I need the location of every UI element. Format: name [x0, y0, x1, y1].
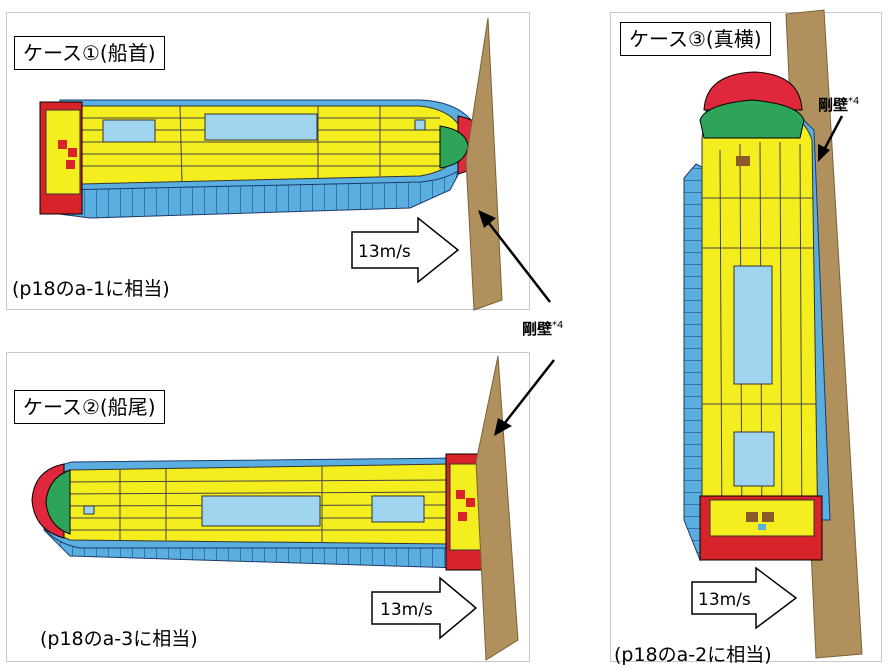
ship-case-3 [683, 71, 831, 562]
case-2-reference: (p18のa-3に相当) [40, 628, 198, 650]
rigid-wall-label-case-3: 剛壁*4 [818, 94, 859, 115]
rigid-wall-footnote-case-3: *4 [848, 96, 860, 107]
ship-case-2 [31, 453, 493, 571]
rigid-wall-case-1 [465, 17, 503, 311]
speed-label-case-2: 13m/s [380, 600, 433, 620]
case-2-label: ケース②(船尾) [14, 390, 165, 424]
rigid-wall-label-shared: 剛壁*4 [522, 318, 563, 339]
speed-label-case-1: 13m/s [358, 242, 411, 262]
speed-arrow-case-2: 13m/s [371, 576, 478, 640]
speed-arrow-case-1: 13m/s [351, 216, 460, 284]
wall-pointer-arrows [478, 115, 844, 436]
rigid-wall-case-2 [475, 355, 519, 661]
rigid-wall-footnote: *4 [552, 320, 564, 331]
case-1-reference: (p18のa-1に相当) [12, 278, 170, 300]
rigid-wall-text: 剛壁 [522, 320, 553, 338]
ship-case-1 [39, 99, 489, 219]
case-3-reference: (p18のa-2に相当) [614, 644, 772, 666]
rigid-wall-text-case-3: 剛壁 [818, 96, 849, 114]
speed-label-case-3: 13m/s [698, 590, 751, 610]
speed-arrow-case-3: 13m/s [691, 566, 798, 630]
case-1-label: ケース①(船首) [14, 36, 165, 70]
case-3-label: ケース③(真横) [620, 22, 771, 56]
